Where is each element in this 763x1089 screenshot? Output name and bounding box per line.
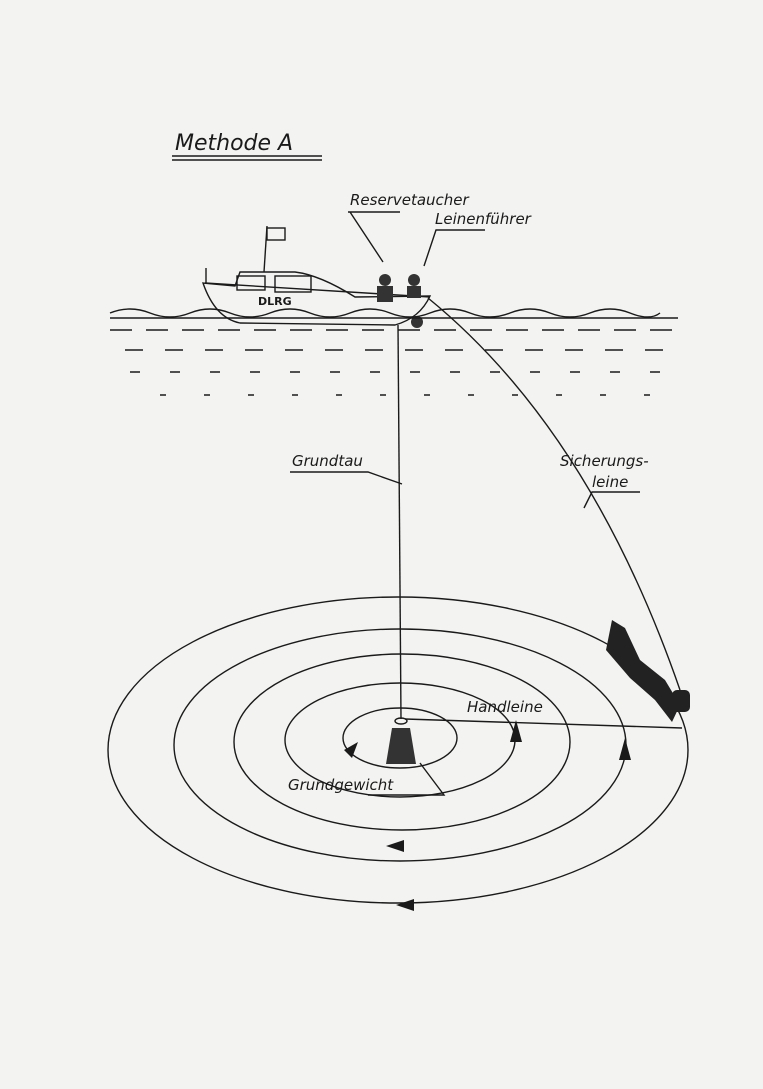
label-leinenfuehrer: Leinenführer bbox=[435, 210, 532, 228]
direction-arrow bbox=[386, 840, 404, 852]
handleine-line bbox=[404, 718, 683, 729]
reserve-diver-figure bbox=[379, 274, 391, 286]
label-sicherungsleine-1: Sicherungs- bbox=[560, 452, 649, 470]
grundtau-line bbox=[397, 324, 402, 720]
grundgewicht-weight bbox=[386, 728, 416, 764]
sicherungsleine-line bbox=[427, 297, 681, 691]
water-surface bbox=[109, 308, 678, 396]
line-tender-figure bbox=[408, 274, 420, 286]
label-sicherungsleine-2: leine bbox=[592, 473, 628, 491]
direction-arrow bbox=[619, 738, 631, 760]
direction-arrow bbox=[510, 720, 522, 742]
direction-arrow bbox=[396, 899, 414, 911]
boat-hull-text: DLRG bbox=[258, 295, 292, 308]
label-grundtau: Grundtau bbox=[292, 452, 363, 470]
title: Methode A bbox=[175, 131, 293, 156]
boat: DLRG bbox=[201, 225, 432, 328]
direction-arrow bbox=[344, 742, 358, 758]
label-reservetaucher: Reservetaucher bbox=[350, 191, 470, 209]
label-grundgewicht: Grundgewicht bbox=[288, 776, 394, 794]
diver-figure bbox=[606, 620, 690, 722]
search-spiral bbox=[107, 596, 689, 911]
label-handleine: Handleine bbox=[467, 698, 543, 716]
